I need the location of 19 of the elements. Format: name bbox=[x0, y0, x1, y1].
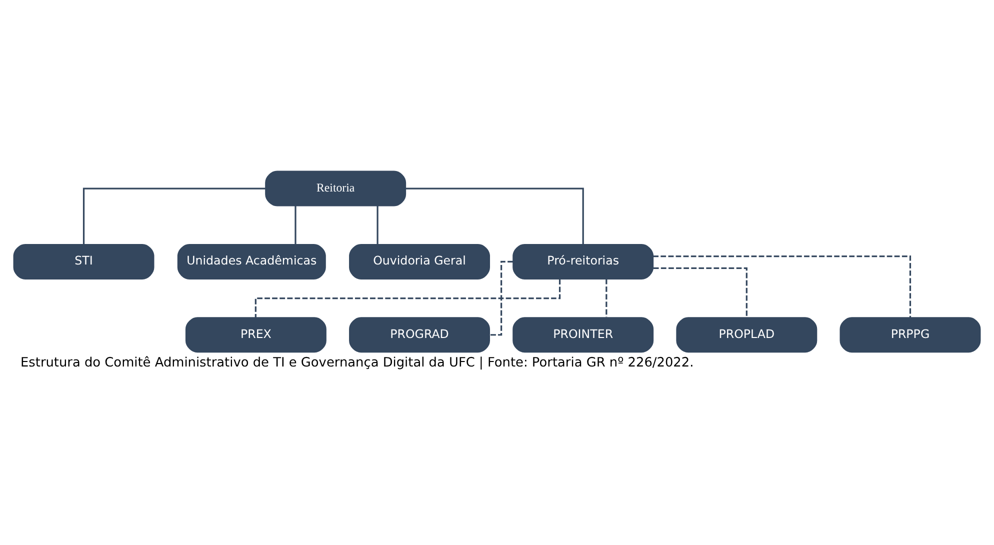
node-box: PRPPG bbox=[840, 316, 981, 352]
connector bbox=[82, 187, 266, 244]
node-box: Unidades Acadêmicas bbox=[177, 243, 326, 279]
node-box: Pró-reitorias bbox=[512, 243, 654, 279]
node-box: Ouvidoria Geral bbox=[349, 243, 490, 279]
connector bbox=[606, 278, 608, 317]
connector bbox=[254, 278, 561, 317]
node-box: PROPLAD bbox=[676, 316, 818, 352]
connector bbox=[294, 205, 296, 244]
connector bbox=[653, 266, 748, 317]
connector bbox=[376, 205, 378, 244]
node-box: PROGRAD bbox=[349, 316, 490, 352]
node-box: STI bbox=[13, 243, 154, 279]
connector bbox=[653, 255, 912, 317]
node-box: PREX bbox=[185, 316, 326, 352]
connector bbox=[406, 187, 584, 244]
caption: Estrutura do Comitê Administrativo de TI e Governança Digital da UFC | Fonte: Portaria GR nº 226/2022. bbox=[20, 355, 694, 370]
node-box: PROINTER bbox=[512, 316, 654, 352]
node-box: Reitoria bbox=[265, 170, 406, 206]
